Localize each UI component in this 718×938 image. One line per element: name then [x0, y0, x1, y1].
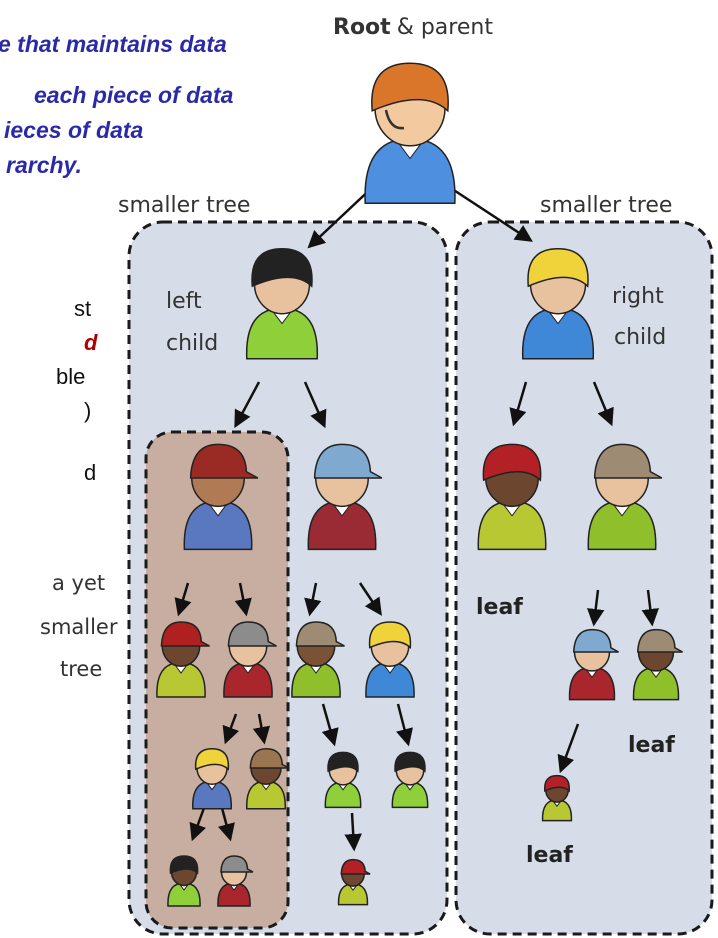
node-r-r [587, 443, 663, 551]
smaller-tree-left-label: smaller tree [118, 193, 250, 218]
node-l-r [307, 443, 383, 551]
side-line-4: ) [84, 398, 91, 423]
node-rrll [541, 774, 573, 822]
side-text: st d ble ) d [56, 296, 98, 485]
leaf-label-1: leaf [476, 595, 523, 620]
node-lrrl [391, 751, 429, 809]
intro-line-3: ieces of data [4, 117, 144, 143]
node-lrll [324, 751, 362, 809]
node-llrr [246, 748, 290, 810]
tree-nodes [156, 62, 683, 907]
root-node [364, 62, 456, 204]
side-line-1: st [74, 296, 91, 321]
left-child-node [246, 248, 318, 360]
node-lrl [291, 621, 345, 698]
yet-smaller-label-1: a yet [52, 571, 105, 595]
side-line-5: d [84, 460, 96, 485]
intro-text: e that maintains data each piece of data… [0, 31, 234, 178]
intro-line-2: each piece of data [34, 82, 234, 108]
side-line-2: d [84, 330, 98, 355]
node-lrr [365, 621, 415, 698]
left-child-label-2: child [166, 331, 218, 356]
right-child-label-1: right [612, 284, 664, 309]
node-rrr [632, 628, 683, 701]
leaf-label-2: leaf [628, 733, 675, 758]
node-llrll [167, 855, 201, 907]
node-lll [156, 621, 210, 698]
node-rrl [568, 628, 619, 701]
yet-smaller-label-3: tree [60, 657, 102, 681]
yet-smaller-label-2: smaller [40, 615, 118, 639]
right-child-node [522, 248, 594, 360]
node-llrl [192, 748, 232, 810]
leaf-label-3: leaf [526, 843, 573, 868]
intro-line-4: rarchy. [6, 152, 82, 178]
node-llr [223, 621, 277, 698]
intro-line-1: e that maintains data [0, 31, 227, 57]
smaller-tree-right-label: smaller tree [540, 193, 672, 218]
root-label: Root& parent [333, 15, 493, 40]
side-line-3: ble [56, 364, 85, 389]
left-child-label-1: left [166, 289, 202, 314]
node-r-l [477, 443, 547, 551]
right-child-label-2: child [614, 325, 666, 350]
node-lrlll [337, 858, 371, 906]
node-l-l [183, 443, 259, 551]
node-llrlr [217, 855, 254, 907]
tree-edges [174, 181, 660, 852]
